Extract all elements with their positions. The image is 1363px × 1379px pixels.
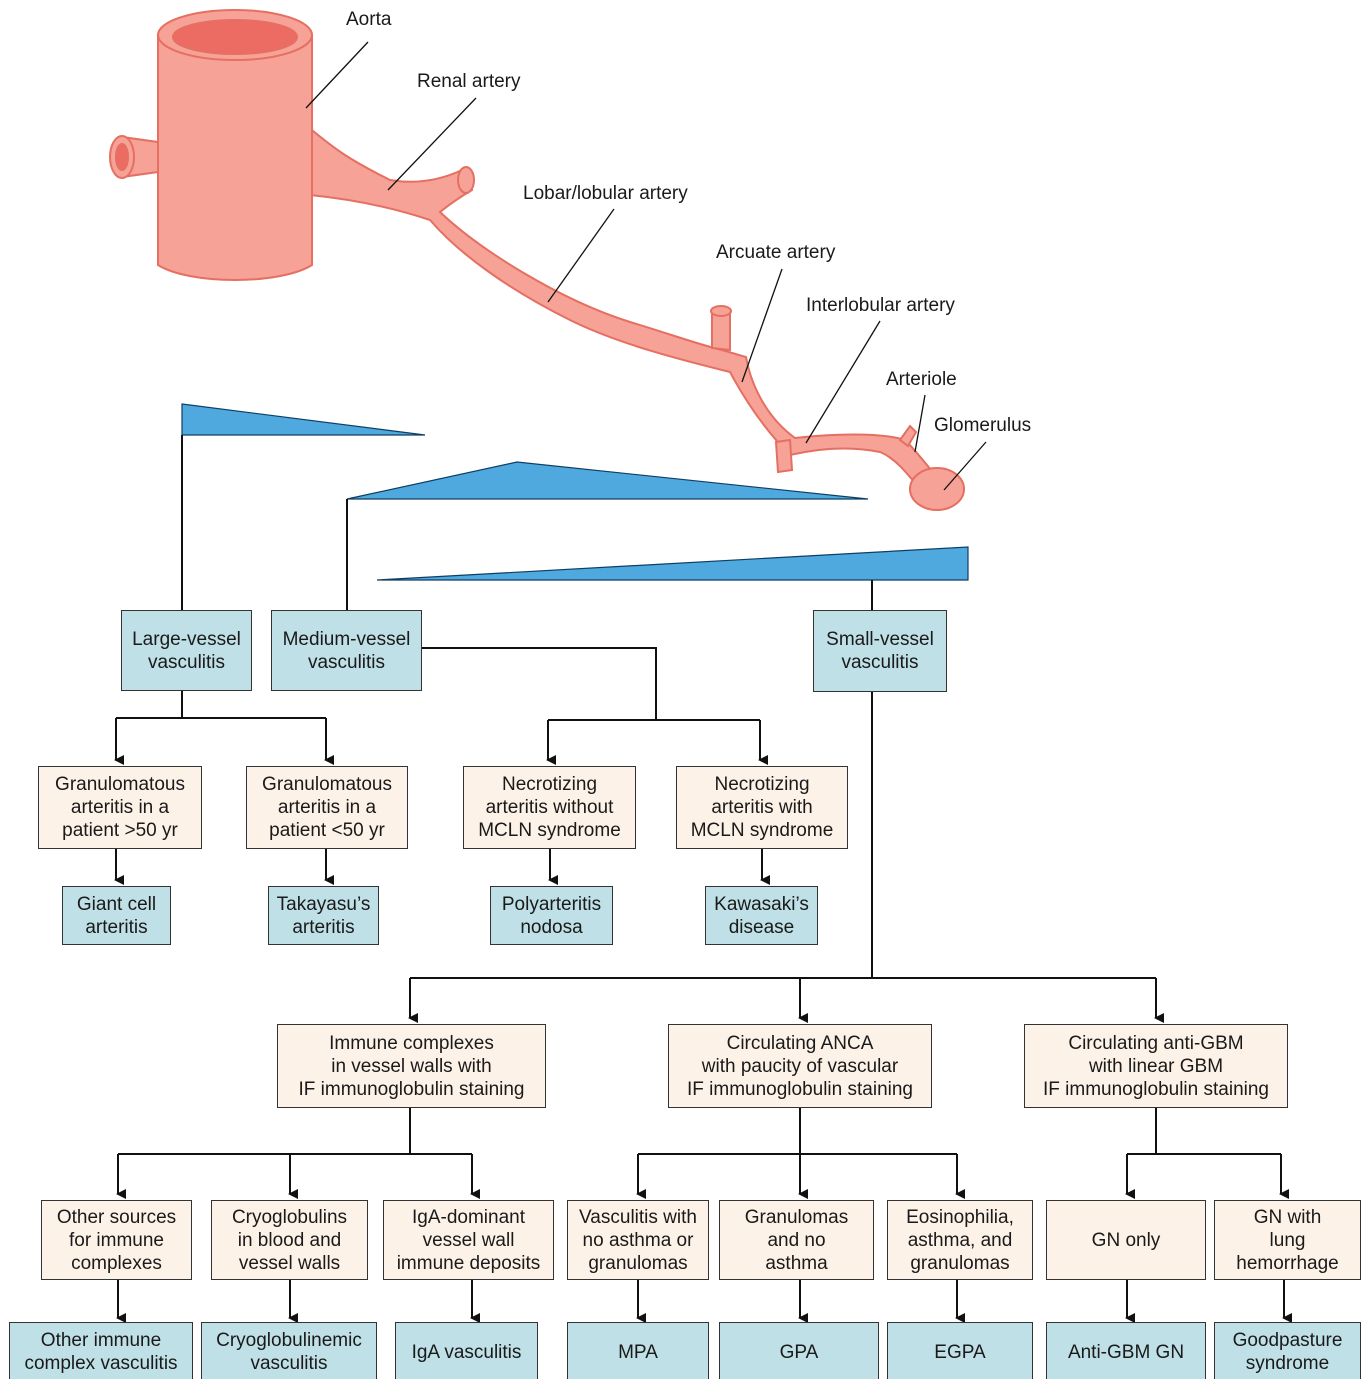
- lobar-artery-label: Lobar/lobular artery: [523, 183, 688, 204]
- medium-vessel-wedge: [346, 461, 869, 500]
- diagnosis-box: IgA vasculitis: [395, 1322, 538, 1379]
- diagnosis-box: Anti-GBM GN: [1046, 1322, 1206, 1379]
- glomerulus-label: Glomerulus: [934, 415, 1032, 436]
- glomerulus-shape: [909, 467, 965, 511]
- arteriole-label: Arteriole: [886, 369, 957, 390]
- aorta: [157, 34, 313, 281]
- diagnosis-box: Kawasaki’s disease: [705, 886, 818, 945]
- criteria-box: Necrotizing arteritis with MCLN syndrome: [676, 766, 848, 849]
- medium-vessel-vasculitis-box: Medium-vessel vasculitis: [271, 610, 422, 691]
- criteria-box: Vasculitis with no asthma or granulomas: [567, 1200, 709, 1280]
- diagnosis-box: Giant cell arteritis: [62, 886, 171, 945]
- interlobular-artery-label: Interlobular artery: [806, 295, 955, 316]
- large-vessel-wedge: [181, 403, 426, 436]
- diagnosis-box: Takayasu’s arteritis: [268, 886, 379, 945]
- renal-artery-branch: [298, 117, 942, 502]
- arcuate-artery-label: Arcuate artery: [716, 242, 836, 263]
- small-vessel-wedge: [376, 546, 969, 581]
- immune-complex-branch-box: Immune complexes in vessel walls with IF…: [277, 1024, 546, 1108]
- diagnosis-box: Polyarteritis nodosa: [490, 886, 613, 945]
- criteria-box: IgA-dominant vessel wall immune deposits: [383, 1200, 554, 1280]
- criteria-box: GN only: [1046, 1200, 1206, 1280]
- criteria-box: Eosinophilia, asthma, and granulomas: [887, 1200, 1033, 1280]
- arteriole-stub: [898, 424, 918, 448]
- criteria-box: Cryoglobulins in blood and vessel walls: [211, 1200, 368, 1280]
- label-leaders: [305, 41, 987, 491]
- diagnosis-box: Goodpasture syndrome: [1214, 1322, 1361, 1379]
- small-vessel-vasculitis-box: Small-vessel vasculitis: [813, 610, 947, 692]
- vessel-size-wedges: [181, 403, 969, 581]
- aorta-label: Aorta: [346, 9, 392, 30]
- arterial-tree: [109, 9, 965, 511]
- diagnosis-box: GPA: [719, 1322, 879, 1379]
- large-vessel-vasculitis-box: Large-vessel vasculitis: [121, 610, 252, 691]
- criteria-box: Granulomatous arteritis in a patient >50…: [38, 766, 202, 849]
- criteria-box: Granulomas and no asthma: [719, 1200, 874, 1280]
- anti-gbm-branch-box: Circulating anti-GBM with linear GBM IF …: [1024, 1024, 1288, 1108]
- diagnosis-box: Other immune complex vasculitis: [9, 1322, 193, 1379]
- criteria-box: GN with lung hemorrhage: [1214, 1200, 1361, 1280]
- diagnosis-box: EGPA: [887, 1322, 1033, 1379]
- criteria-box: Necrotizing arteritis without MCLN syndr…: [463, 766, 636, 849]
- arcuate-stub: [711, 311, 731, 352]
- renal-branch-opening: [457, 166, 475, 194]
- interlobular-stub-down: [774, 438, 794, 474]
- criteria-box: Granulomatous arteritis in a patient <50…: [246, 766, 408, 849]
- connectors: [114, 435, 1292, 1323]
- diagnosis-box: Cryoglobulinemic vasculitis: [201, 1322, 377, 1379]
- criteria-box: Other sources for immune complexes: [41, 1200, 192, 1280]
- diagnosis-box: MPA: [567, 1322, 709, 1379]
- anca-branch-box: Circulating ANCA with paucity of vascula…: [668, 1024, 932, 1108]
- renal-artery-label: Renal artery: [417, 71, 521, 92]
